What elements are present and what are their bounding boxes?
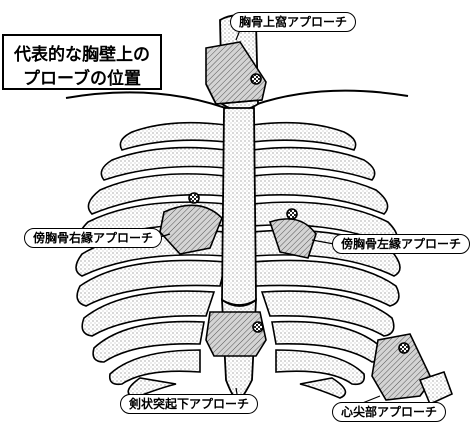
ribs-left bbox=[75, 121, 228, 399]
probe-suprasternal bbox=[205, 41, 267, 105]
title-line-2: プローブの位置 bbox=[23, 69, 141, 89]
label-subxiphoid: 剣状突起下アプローチ bbox=[120, 394, 259, 414]
title-line-1: 代表的な胸壁上の bbox=[14, 45, 150, 65]
label-apical: 心尖部アプローチ bbox=[332, 402, 447, 422]
label-left-parasternal: 傍胸骨左縁アプローチ bbox=[332, 234, 471, 254]
probe-apical bbox=[371, 333, 454, 406]
probe-left-parasternal bbox=[268, 208, 317, 259]
probe-subxiphoid bbox=[205, 311, 267, 357]
probe-right-parasternal bbox=[159, 192, 223, 255]
label-right-parasternal: 傍胸骨右縁アプローチ bbox=[24, 228, 163, 248]
label-suprasternal: 胸骨上窩アプローチ bbox=[230, 12, 357, 32]
clavicle-right bbox=[65, 91, 237, 113]
diagram-title-box: 代表的な胸壁上の プローブの位置 bbox=[2, 34, 162, 90]
